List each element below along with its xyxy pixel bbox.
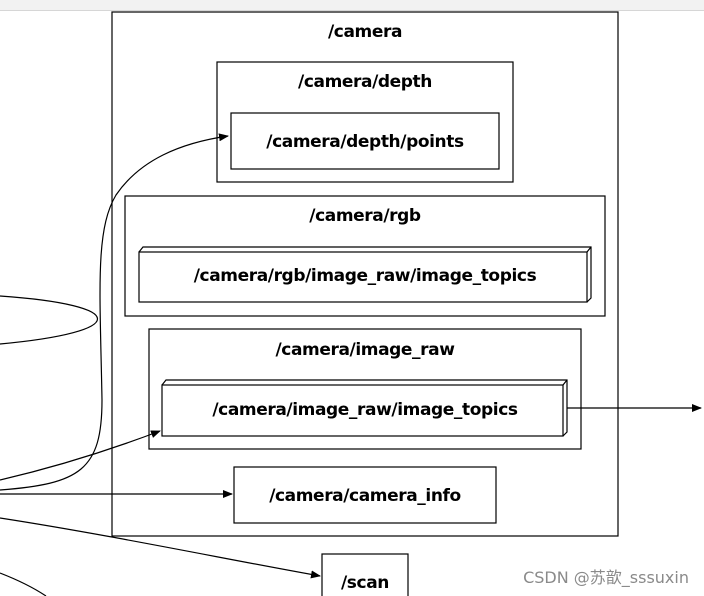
topic-node-depth-points[interactable]: /camera/depth/points — [230, 112, 500, 170]
topic-node-image-raw-image-topics-label: /camera/image_raw/image_topics — [212, 400, 518, 420]
topic-node-rgb-image-topics-label: /camera/rgb/image_raw/image_topics — [194, 266, 537, 286]
cluster-camera[interactable]: /camera — [111, 11, 619, 537]
topic-node-image-raw-image-topics[interactable]: /camera/image_raw/image_topics — [161, 379, 568, 437]
cluster-camera-image-raw-label: /camera/image_raw — [275, 340, 455, 360]
csdn-watermark: CSDN @苏歆_sssuxin — [523, 568, 689, 588]
edge-loop-left — [0, 295, 98, 345]
cluster-camera-depth-label: /camera/depth — [298, 72, 432, 92]
topic-node-scan-label: /scan — [341, 573, 389, 593]
edge-to-scan — [0, 517, 321, 579]
cluster-camera-rgb[interactable]: /camera/rgb — [124, 195, 606, 317]
topic-node-depth-points-label: /camera/depth/points — [266, 132, 464, 152]
edge-to-depth-points — [0, 133, 229, 491]
edge-offscreen-bottom-left — [0, 572, 47, 596]
topic-node-camera-info[interactable]: /camera/camera_info — [233, 466, 497, 524]
topic-node-scan[interactable]: /scan — [321, 553, 409, 596]
topic-node-camera-info-label: /camera/camera_info — [269, 486, 461, 506]
edge-to-image-raw-topics — [0, 430, 161, 481]
window-top-edge — [0, 0, 704, 11]
cluster-camera-image-raw[interactable]: /camera/image_raw — [148, 328, 582, 450]
cluster-camera-rgb-label: /camera/rgb — [309, 206, 421, 226]
cluster-camera-depth[interactable]: /camera/depth — [216, 61, 514, 183]
cluster-camera-label: /camera — [328, 22, 402, 42]
topic-node-rgb-image-topics[interactable]: /camera/rgb/image_raw/image_topics — [138, 246, 592, 303]
